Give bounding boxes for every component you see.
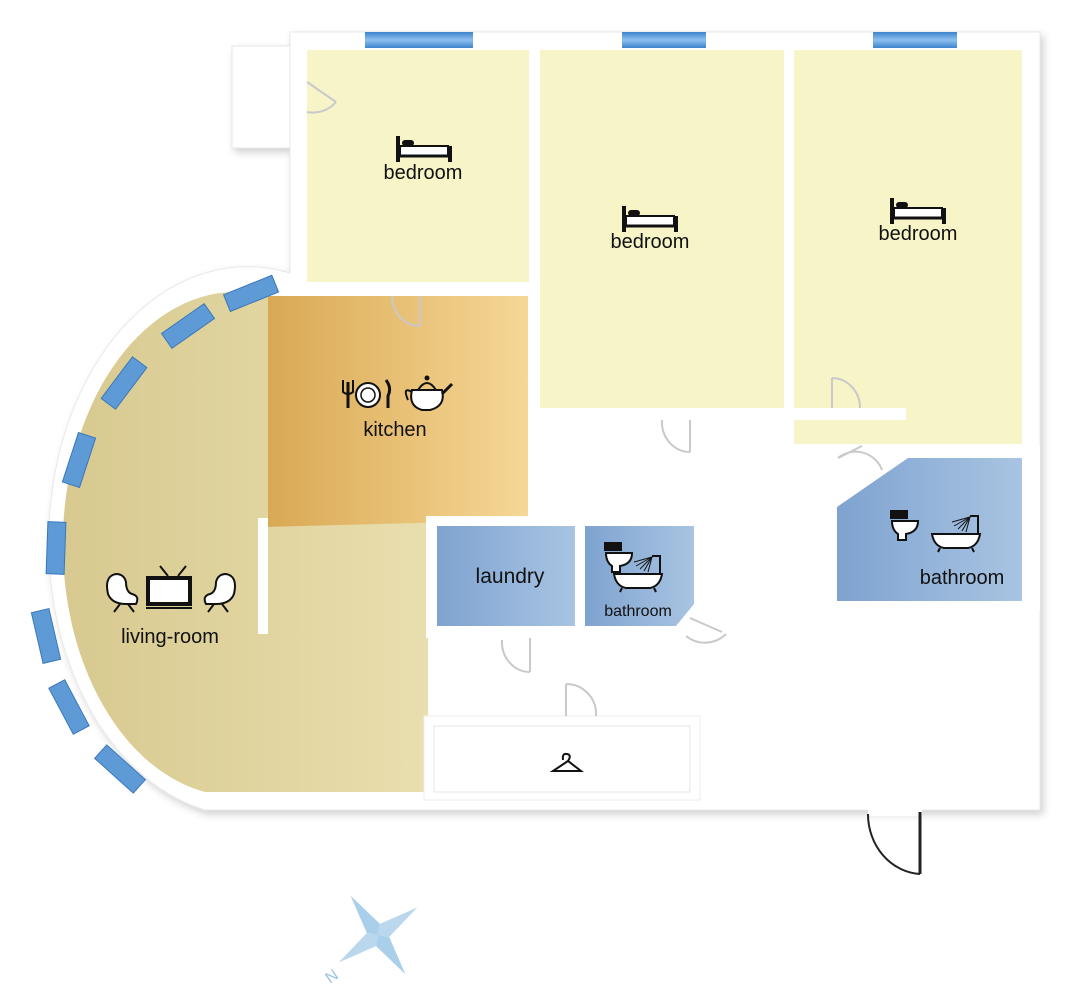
- compass-star-icon: [338, 895, 418, 975]
- windows: [365, 32, 957, 48]
- room-kitchen: [268, 296, 528, 527]
- curved-windows: [30, 274, 280, 794]
- label-bedroom-1: bedroom: [384, 162, 463, 184]
- room-bedroom-3: [794, 50, 1022, 444]
- label-living-room: living-room: [121, 626, 219, 648]
- label-bedroom-2: bedroom: [611, 231, 690, 253]
- label-kitchen: kitchen: [363, 419, 426, 441]
- room-bathroom-large: [837, 458, 1022, 601]
- room-bedroom-2: [540, 50, 784, 408]
- room-laundry: [437, 526, 575, 626]
- wall-segment: [540, 408, 906, 420]
- compass-label: N: [323, 967, 342, 988]
- tv-icon: [146, 565, 192, 609]
- label-bathroom-large: bathroom: [920, 567, 1005, 589]
- label-laundry: laundry: [476, 565, 545, 588]
- teapot-icon: [404, 375, 454, 411]
- wall-segment: [528, 282, 540, 520]
- entrance-door[interactable]: [866, 806, 922, 875]
- wall-segment: [258, 518, 268, 634]
- room-bedroom-1: [307, 50, 529, 282]
- wall-segment: [268, 282, 540, 296]
- hanger-icon: [549, 752, 584, 772]
- cutlery-plate-icon: [342, 379, 392, 408]
- label-bedroom-3: bedroom: [879, 223, 958, 245]
- room-living-room: [62, 291, 428, 792]
- doors: [306, 81, 883, 717]
- label-bathroom-small: bathroom: [604, 603, 672, 620]
